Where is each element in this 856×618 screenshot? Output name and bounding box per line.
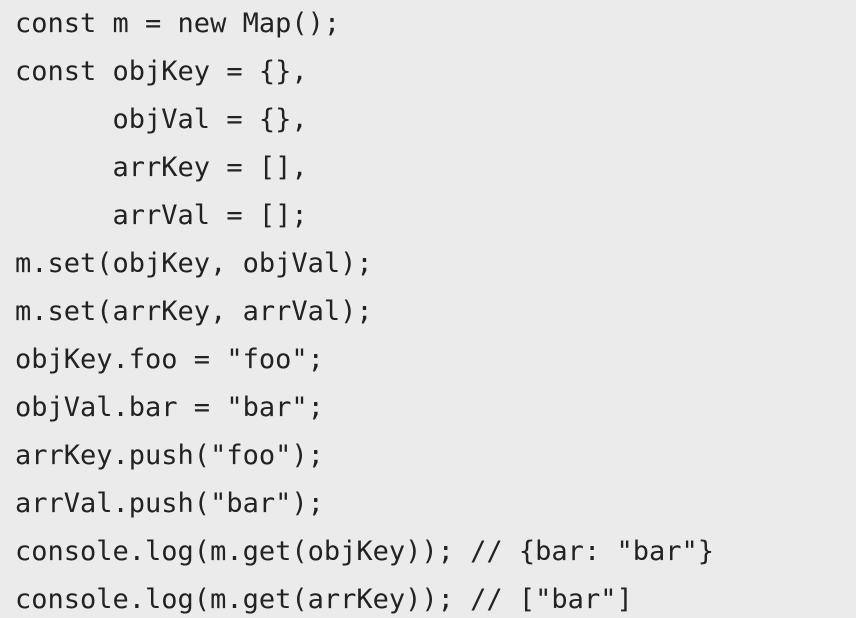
code-line-7: m.set(arrKey, arrVal); bbox=[15, 296, 373, 327]
code-line-11: arrVal.push("bar"); bbox=[15, 488, 324, 519]
code-line-3: objVal = {}, bbox=[15, 104, 308, 135]
code-line-2: const objKey = {}, bbox=[15, 56, 308, 87]
code-line-13: console.log(m.get(arrKey)); // ["bar"] bbox=[15, 584, 633, 615]
code-line-6: m.set(objKey, objVal); bbox=[15, 248, 373, 279]
code-line-10: arrKey.push("foo"); bbox=[15, 440, 324, 471]
code-line-4: arrKey = [], bbox=[15, 152, 308, 183]
code-line-12: console.log(m.get(objKey)); // {bar: "ba… bbox=[15, 536, 714, 567]
code-line-8: objKey.foo = "foo"; bbox=[15, 344, 324, 375]
code-line-5: arrVal = []; bbox=[15, 200, 308, 231]
code-line-9: objVal.bar = "bar"; bbox=[15, 392, 324, 423]
code-line-1: const m = new Map(); bbox=[15, 8, 341, 39]
